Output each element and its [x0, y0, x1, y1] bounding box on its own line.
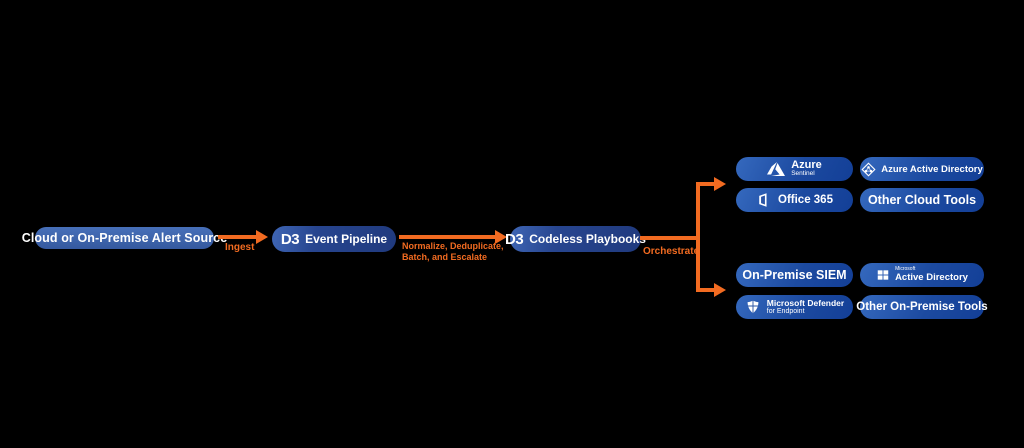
- defender-shield-icon: [745, 299, 761, 315]
- alert-source-label: Cloud or On-Premise Alert Source: [21, 231, 228, 245]
- node-office-365: Office 365: [736, 188, 853, 212]
- arrow-onprem-head: [714, 283, 726, 297]
- node-azure-sentinel: Azure Sentinel: [736, 157, 853, 181]
- ms-defender-subtitle: for Endpoint: [766, 307, 805, 315]
- d3-logo: D3: [505, 230, 524, 248]
- office-icon: [756, 192, 772, 208]
- transform-label-line1: Normalize, Deduplicate,: [402, 241, 504, 251]
- azure-ad-icon: [861, 161, 876, 177]
- ms-ad-label: Active Directory: [895, 271, 968, 283]
- azure-sentinel-subtitle: Sentinel: [791, 170, 815, 178]
- azure-ad-label: Azure Active Directory: [881, 163, 983, 175]
- event-pipeline-label: Event Pipeline: [305, 232, 388, 246]
- azure-icon: [767, 160, 786, 178]
- connector-vertical: [696, 182, 700, 292]
- ingest-label: Ingest: [225, 242, 255, 253]
- on-premise-siem-label: On-Premise SIEM: [742, 268, 847, 282]
- connector-stem: [640, 236, 700, 240]
- codeless-playbooks-label: Codeless Playbooks: [529, 232, 646, 246]
- ms-ad-supertitle: Microsoft: [895, 266, 916, 273]
- office-365-label: Office 365: [778, 194, 833, 206]
- other-on-premise-tools-label: Other On-Premise Tools: [856, 301, 988, 313]
- arrow-ingest-line: [218, 235, 257, 239]
- windows-icon: [876, 268, 890, 282]
- transform-label-line2: Batch, and Escalate: [402, 252, 488, 262]
- arrow-transform-line: [399, 235, 496, 239]
- node-other-on-premise-tools: Other On-Premise Tools: [856, 295, 988, 319]
- transform-label: Normalize, Deduplicate, Batch, and Escal…: [402, 241, 504, 263]
- arrow-cloud-head: [714, 177, 726, 191]
- node-event-pipeline: D3 Event Pipeline: [272, 226, 396, 252]
- node-ms-defender: Microsoft Defender for Endpoint: [736, 295, 853, 319]
- arrow-ingest-head: [256, 230, 268, 244]
- arrow-transform-head: [495, 230, 507, 244]
- node-ms-active-directory: Microsoft Active Directory: [860, 263, 984, 287]
- connector-branch-top: [700, 182, 715, 186]
- ms-defender-title: Microsoft Defender: [766, 297, 845, 308]
- orchestrate-label: Orchestrate: [643, 246, 700, 257]
- node-other-cloud-tools: Other Cloud Tools: [860, 188, 984, 212]
- node-codeless-playbooks: D3 Codeless Playbooks: [505, 226, 646, 252]
- node-alert-source: Cloud or On-Premise Alert Source: [22, 227, 227, 249]
- node-azure-active-directory: Azure Active Directory: [860, 157, 984, 181]
- azure-sentinel-title: Azure: [791, 158, 822, 171]
- d3-logo: D3: [280, 230, 300, 248]
- connector-branch-bottom: [700, 288, 715, 292]
- node-on-premise-siem: On-Premise SIEM: [736, 263, 853, 287]
- other-cloud-tools-label: Other Cloud Tools: [867, 193, 977, 207]
